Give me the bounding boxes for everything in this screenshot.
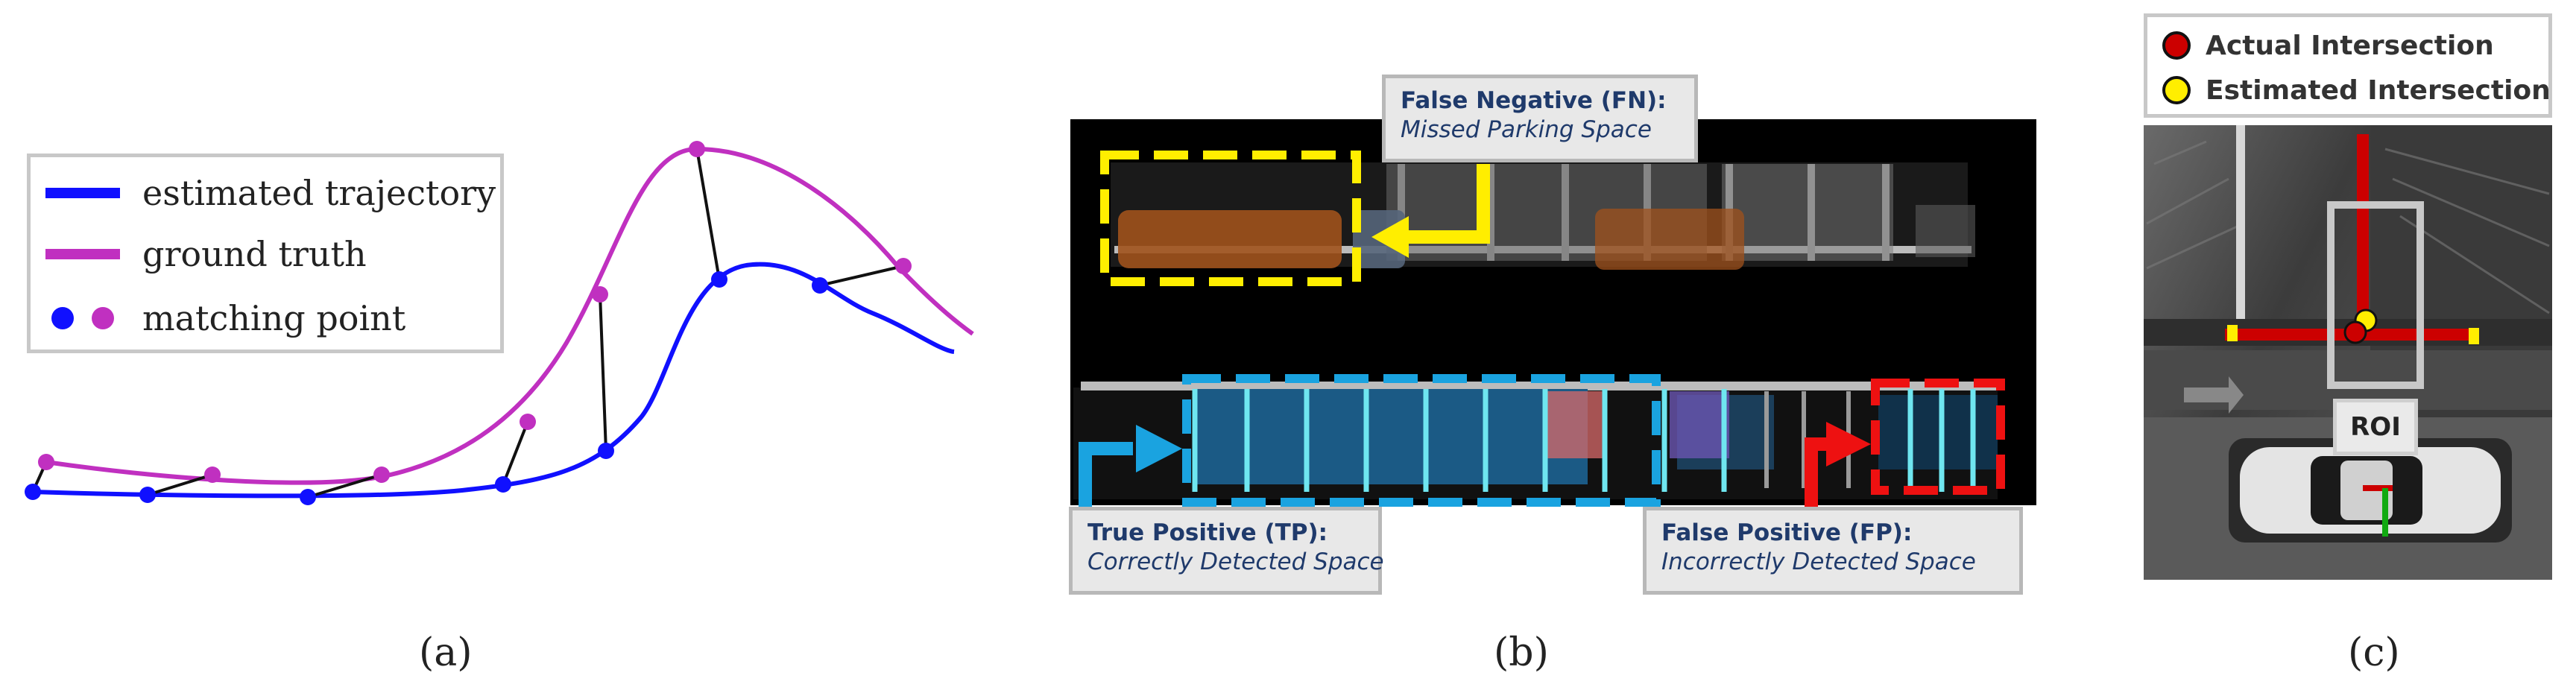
- matching-point-swatch: [45, 306, 120, 331]
- ground-truth-curve: [45, 146, 974, 485]
- ego-vehicle: [2229, 438, 2512, 543]
- legend-estimated-label: estimated trajectory: [142, 173, 496, 213]
- estimated-intersection-marker: [2354, 309, 2378, 332]
- fp-dashed-box: [1871, 379, 2005, 495]
- fp-arrow: [1805, 437, 1826, 507]
- trajectory-legend: estimated trajectory ground truth matchi…: [27, 154, 504, 353]
- fp-title: False Positive (FP):: [1661, 519, 1913, 546]
- actual-intersection-marker: [2343, 320, 2367, 344]
- matching-links: [31, 148, 904, 499]
- legend-ground-truth-label: ground truth: [142, 234, 367, 274]
- panel-b: False Negative (FN): Missed Parking Spac…: [1058, 0, 2042, 699]
- trajectory-plot: [25, 141, 974, 505]
- tp-callout: True Positive (TP): Correctly Detected S…: [1069, 507, 1384, 595]
- tp-title: True Positive (TP):: [1087, 519, 1328, 546]
- estimated-line-swatch: [45, 188, 120, 198]
- legend-item-ground-truth: ground truth: [31, 232, 367, 276]
- fn-title: False Negative (FN):: [1401, 87, 1667, 114]
- fn-arrow: [1403, 164, 1490, 244]
- tp-arrow: [1079, 442, 1133, 507]
- legend-item-matching: matching point: [31, 296, 405, 341]
- upper-parking-row: [1111, 162, 1975, 270]
- fp-subtitle: Incorrectly Detected Space: [1661, 548, 1976, 575]
- lower-parking-row: [1073, 382, 1998, 499]
- actual-lane-horizontal: [2225, 329, 2475, 341]
- caption-b: (b): [1494, 630, 1549, 675]
- ground-truth-line-swatch: [45, 249, 120, 259]
- legend-actual-label: Actual Intersection: [2206, 30, 2494, 61]
- caption-a: (a): [419, 630, 473, 675]
- parking-bev-image: [1070, 119, 2036, 507]
- intersection-legend: Actual Intersection Estimated Intersecti…: [2144, 13, 2552, 118]
- legend-matching-label: matching point: [142, 298, 406, 338]
- legend-item-estimated: estimated trajectory: [31, 171, 496, 215]
- legend-item-actual: Actual Intersection: [2162, 25, 2494, 66]
- caption-c: (c): [2348, 630, 2400, 675]
- panel-a: estimated trajectory ground truth matchi…: [0, 0, 999, 699]
- estimated-intersection-swatch: [2162, 76, 2191, 104]
- fn-subtitle: Missed Parking Space: [1401, 116, 1652, 143]
- legend-estimated-intersection-label: Estimated Intersection: [2206, 75, 2551, 106]
- estimated-points: [25, 271, 828, 505]
- actual-intersection-swatch: [2162, 31, 2191, 60]
- fp-callout: False Positive (FP): Incorrectly Detecte…: [1643, 507, 2023, 595]
- tp-subtitle: Correctly Detected Space: [1087, 548, 1384, 575]
- fn-dashed-box: [1100, 151, 1361, 286]
- roi-box: [2327, 201, 2424, 389]
- roi-label: ROI: [2333, 399, 2418, 455]
- fn-callout: False Negative (FN): Missed Parking Spac…: [1382, 75, 1698, 162]
- actual-lane-vertical: [2357, 134, 2369, 328]
- legend-item-estimated-intersection: Estimated Intersection: [2162, 69, 2551, 111]
- ground-truth-points: [38, 141, 912, 483]
